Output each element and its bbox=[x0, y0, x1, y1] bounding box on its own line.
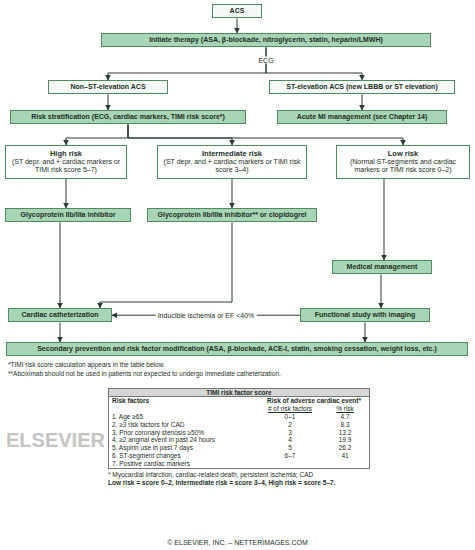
table-cell bbox=[321, 460, 369, 468]
table-cell: 26.2 bbox=[321, 444, 369, 452]
table-cell: # of risk factors bbox=[259, 405, 321, 413]
table-cell: % risk bbox=[321, 405, 369, 413]
table-cell: 4. ≥2 anginal event in past 24 hours bbox=[109, 436, 259, 444]
table-title: TIMI risk factor score bbox=[109, 389, 369, 398]
table-cell: Risk factors bbox=[109, 397, 259, 405]
risk-box: Low risk(Normal ST-segments and cardiac … bbox=[336, 145, 470, 179]
table-cell bbox=[109, 405, 259, 413]
footnote: *TIMI risk score calculation appears in … bbox=[8, 361, 468, 369]
box-label: Initiate therapy (ASA, β-blockade, nitro… bbox=[106, 36, 426, 44]
edge-label: Inducible ischemia or EF <40% bbox=[156, 312, 257, 319]
flow-arrow bbox=[362, 94, 363, 110]
table-cell: 4.7 bbox=[321, 413, 369, 421]
flow-arrow bbox=[365, 322, 366, 342]
box-label: Non–ST-elevation ACS bbox=[53, 83, 163, 91]
flow-arrow bbox=[60, 322, 61, 342]
flow-arrow bbox=[66, 124, 128, 145]
box-label: Low risk bbox=[341, 149, 465, 158]
action-box: Risk stratification (ECG, cardiac marker… bbox=[10, 110, 246, 124]
flow-arrow bbox=[66, 179, 67, 208]
action-box: Cardiac catheterization bbox=[8, 308, 112, 322]
table-cell: 5. Aspirin use in past 7 days bbox=[109, 444, 259, 452]
flow-arrow bbox=[381, 274, 382, 308]
action-box: Glycoprotein IIb/IIIa inhibitor bbox=[5, 208, 131, 222]
table-cell: 2 bbox=[259, 421, 321, 429]
flow-arrow bbox=[384, 179, 385, 260]
note-block: *TIMI risk score calculation appears in … bbox=[8, 361, 468, 377]
box-detail: (Normal ST-segments and cardiac markers … bbox=[341, 158, 465, 175]
table-cell: 41 bbox=[321, 452, 369, 460]
flow-arrow bbox=[108, 47, 266, 80]
category-box: ACS bbox=[212, 4, 262, 18]
flow-arrow bbox=[108, 94, 109, 110]
flow-arrow bbox=[232, 179, 233, 208]
category-box: ST-elevation ACS (new LBBB or ST elevati… bbox=[269, 80, 455, 94]
box-label: High risk bbox=[10, 149, 122, 158]
box-label: Risk stratification (ECG, cardiac marker… bbox=[15, 113, 241, 121]
table-cell: 13.2 bbox=[321, 429, 369, 437]
action-box: Medical management bbox=[332, 260, 432, 274]
action-box: Acute MI management (see Chapter 14) bbox=[277, 110, 447, 124]
risk-box: High risk(ST depr. and + cardiac markers… bbox=[5, 145, 127, 179]
category-box: Non–ST-elevation ACS bbox=[48, 80, 168, 94]
table-cell: Risk of adverse cardiac event* bbox=[259, 397, 369, 405]
flow-arrow bbox=[237, 18, 238, 33]
table-cell: 4 bbox=[259, 436, 321, 444]
table-cell bbox=[259, 460, 321, 468]
flow-arrow bbox=[100, 222, 232, 308]
table-cell: 8.3 bbox=[321, 421, 369, 429]
table-cell: 6–7 bbox=[259, 452, 321, 460]
table-cell: 19.9 bbox=[321, 436, 369, 444]
box-label: Cardiac catheterization bbox=[13, 311, 107, 319]
edge-label: ECG bbox=[256, 57, 275, 64]
risk-table: TIMI risk factor scoreRisk factorsRisk o… bbox=[108, 388, 370, 469]
flow-arrow bbox=[60, 222, 61, 308]
box-label: ST-elevation ACS (new LBBB or ST elevati… bbox=[274, 83, 450, 91]
table-cell: 3 bbox=[259, 429, 321, 437]
box-label: Intermediate risk bbox=[162, 149, 302, 158]
watermark: ELSEVIER bbox=[6, 429, 105, 452]
table-note: * Myocardial infarction, cardiac-related… bbox=[108, 471, 438, 479]
risk-box: Intermediate risk(ST depr. and + cardiac… bbox=[157, 145, 307, 179]
flow-arrow bbox=[128, 124, 403, 145]
box-detail: (ST depr. and + cardiac markers or TIMI … bbox=[10, 158, 122, 175]
box-detail: (ST depr. and + cardiac markers or TIMI … bbox=[162, 158, 302, 175]
table-note: Low risk = score 0–2, Intermediate risk … bbox=[108, 479, 438, 487]
box-label: Acute MI management (see Chapter 14) bbox=[282, 113, 442, 121]
footnote: **Abciximab should not be used in patien… bbox=[8, 370, 468, 378]
table-cell: 2. ≥3 risk factors for CAD bbox=[109, 421, 259, 429]
flow-arrow bbox=[128, 124, 232, 145]
box-label: Glycoprotein IIb/IIIa inhibitor** or clo… bbox=[152, 211, 312, 219]
table-cell: 0–1 bbox=[259, 413, 321, 421]
table-cell: 6. ST-segment changes bbox=[109, 452, 259, 460]
table-cell: 7. Positive cardiac markers bbox=[109, 460, 259, 468]
table-cell: 5 bbox=[259, 444, 321, 452]
copyright: © ELSEVIER, INC. – NETTERIMAGES.COM bbox=[0, 539, 475, 548]
action-box: Glycoprotein IIb/IIIa inhibitor** or clo… bbox=[147, 208, 317, 222]
action-box: Initiate therapy (ASA, β-blockade, nitro… bbox=[101, 33, 431, 47]
note-block: * Myocardial infarction, cardiac-related… bbox=[108, 471, 438, 487]
flow-arrow bbox=[266, 47, 362, 80]
box-label: Secondary prevention and risk factor mod… bbox=[11, 345, 463, 353]
box-label: Medical management bbox=[337, 263, 427, 271]
box-label: Functional study with imaging bbox=[305, 311, 425, 319]
table-cell: 1. Age ≥65 bbox=[109, 413, 259, 421]
box-label: ACS bbox=[217, 7, 257, 15]
action-box: Functional study with imaging bbox=[300, 308, 430, 322]
action-box: Secondary prevention and risk factor mod… bbox=[6, 342, 468, 356]
box-label: Glycoprotein IIb/IIIa inhibitor bbox=[10, 211, 126, 219]
table-cell: 3. Prior coronary stenosis ≥50% bbox=[109, 429, 259, 437]
